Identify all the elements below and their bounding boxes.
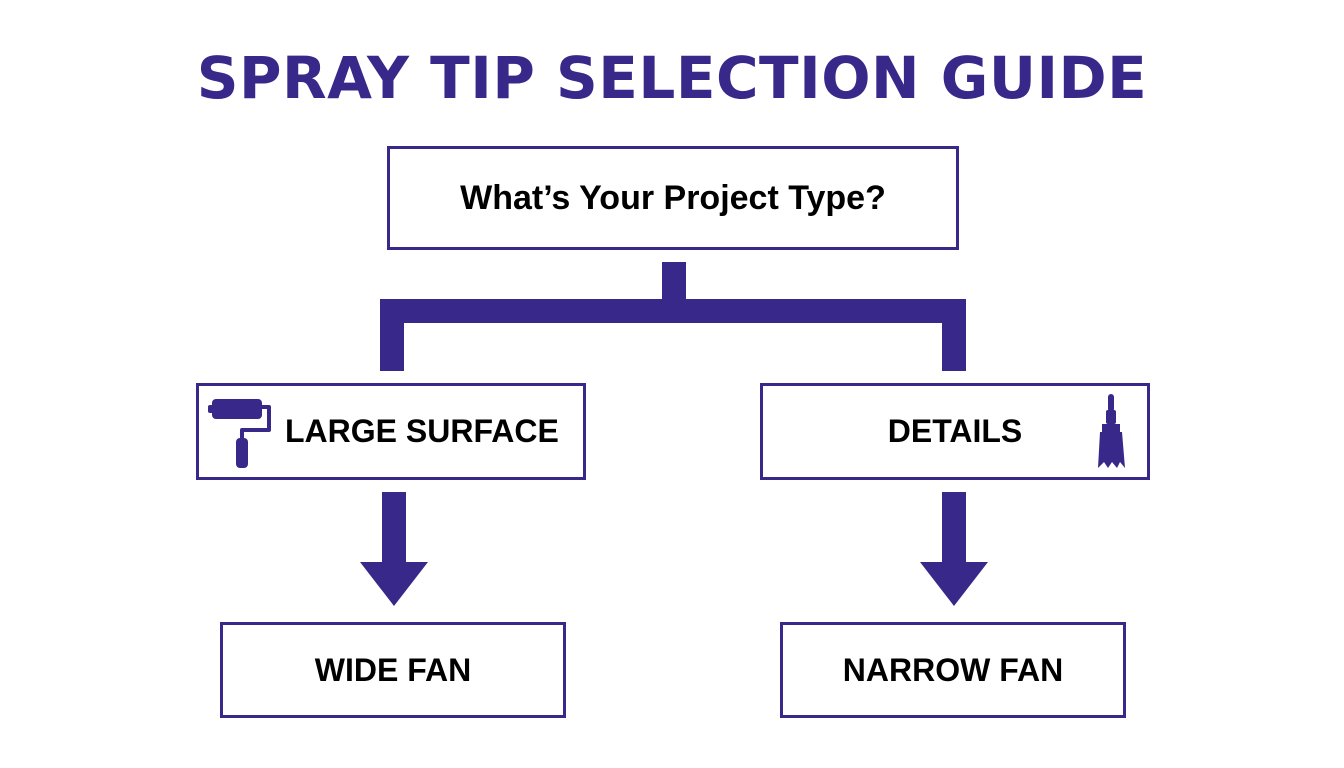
branch-bar <box>380 299 966 323</box>
project-type-label: What’s Your Project Type? <box>460 178 886 217</box>
narrow-fan-label: NARROW FAN <box>842 651 1064 688</box>
details-box: DETAILS <box>760 383 1150 480</box>
details-label: DETAILS <box>887 413 1023 449</box>
narrow-fan-box: NARROW FAN <box>780 622 1126 718</box>
wide-fan-label: WIDE FAN <box>314 651 472 688</box>
page-title: SPRAY TIP SELECTION GUIDE <box>196 44 1148 112</box>
root-stem <box>662 262 686 302</box>
right-down-arrow <box>920 492 988 606</box>
paintbrush-icon <box>1098 394 1125 468</box>
left-branch-drop <box>380 299 404 371</box>
project-type-box: What’s Your Project Type? <box>387 146 959 250</box>
left-down-arrow <box>360 492 428 606</box>
wide-fan-box: WIDE FAN <box>220 622 566 718</box>
paint-roller-icon <box>208 399 271 468</box>
large-surface-label: LARGE SURFACE <box>285 413 559 449</box>
right-branch-drop <box>942 299 966 371</box>
